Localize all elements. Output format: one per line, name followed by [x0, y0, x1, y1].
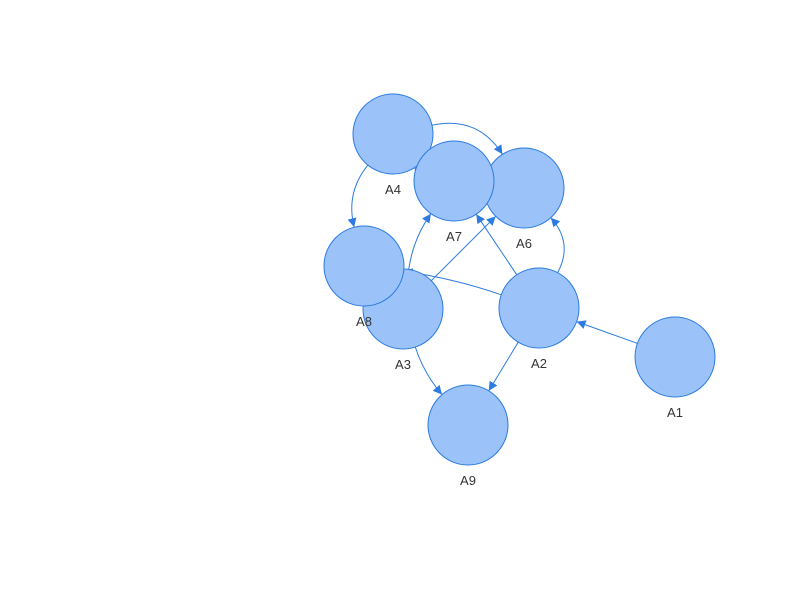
node-circle[interactable] — [427, 384, 509, 466]
edge-a4-to-a8 — [347, 164, 369, 228]
node-label: A2 — [531, 356, 547, 371]
edge-a2-to-a9 — [488, 341, 519, 392]
edge-a2-to-a6 — [550, 217, 565, 273]
node-label: A9 — [460, 473, 476, 488]
node-a8[interactable]: A8 — [323, 225, 405, 329]
node-a6[interactable]: A6 — [483, 147, 565, 251]
node-circle[interactable] — [352, 93, 434, 175]
edge-a3-to-a7 — [408, 213, 432, 270]
node-label: A4 — [385, 182, 401, 197]
node-circle[interactable] — [413, 140, 495, 222]
node-label: A3 — [395, 357, 411, 372]
node-a7[interactable]: A7 — [413, 140, 495, 244]
node-label: A7 — [446, 229, 462, 244]
edge-a4-to-a6 — [431, 122, 503, 155]
node-a9[interactable]: A9 — [427, 384, 509, 488]
node-a1[interactable]: A1 — [634, 316, 716, 420]
node-a4[interactable]: A4 — [352, 93, 434, 197]
node-label: A1 — [667, 405, 683, 420]
node-circle[interactable] — [483, 147, 565, 229]
node-label: A6 — [516, 236, 532, 251]
node-circle[interactable] — [323, 225, 405, 307]
node-circle[interactable] — [498, 267, 580, 349]
node-label: A8 — [356, 314, 372, 329]
edge-a3-to-a6 — [430, 215, 497, 282]
edge-a2-to-a7 — [475, 213, 518, 276]
node-a2[interactable]: A2 — [498, 267, 580, 371]
edge-a1-to-a2 — [576, 320, 638, 344]
edge-a3-to-a9 — [414, 346, 443, 395]
node-circle[interactable] — [634, 316, 716, 398]
